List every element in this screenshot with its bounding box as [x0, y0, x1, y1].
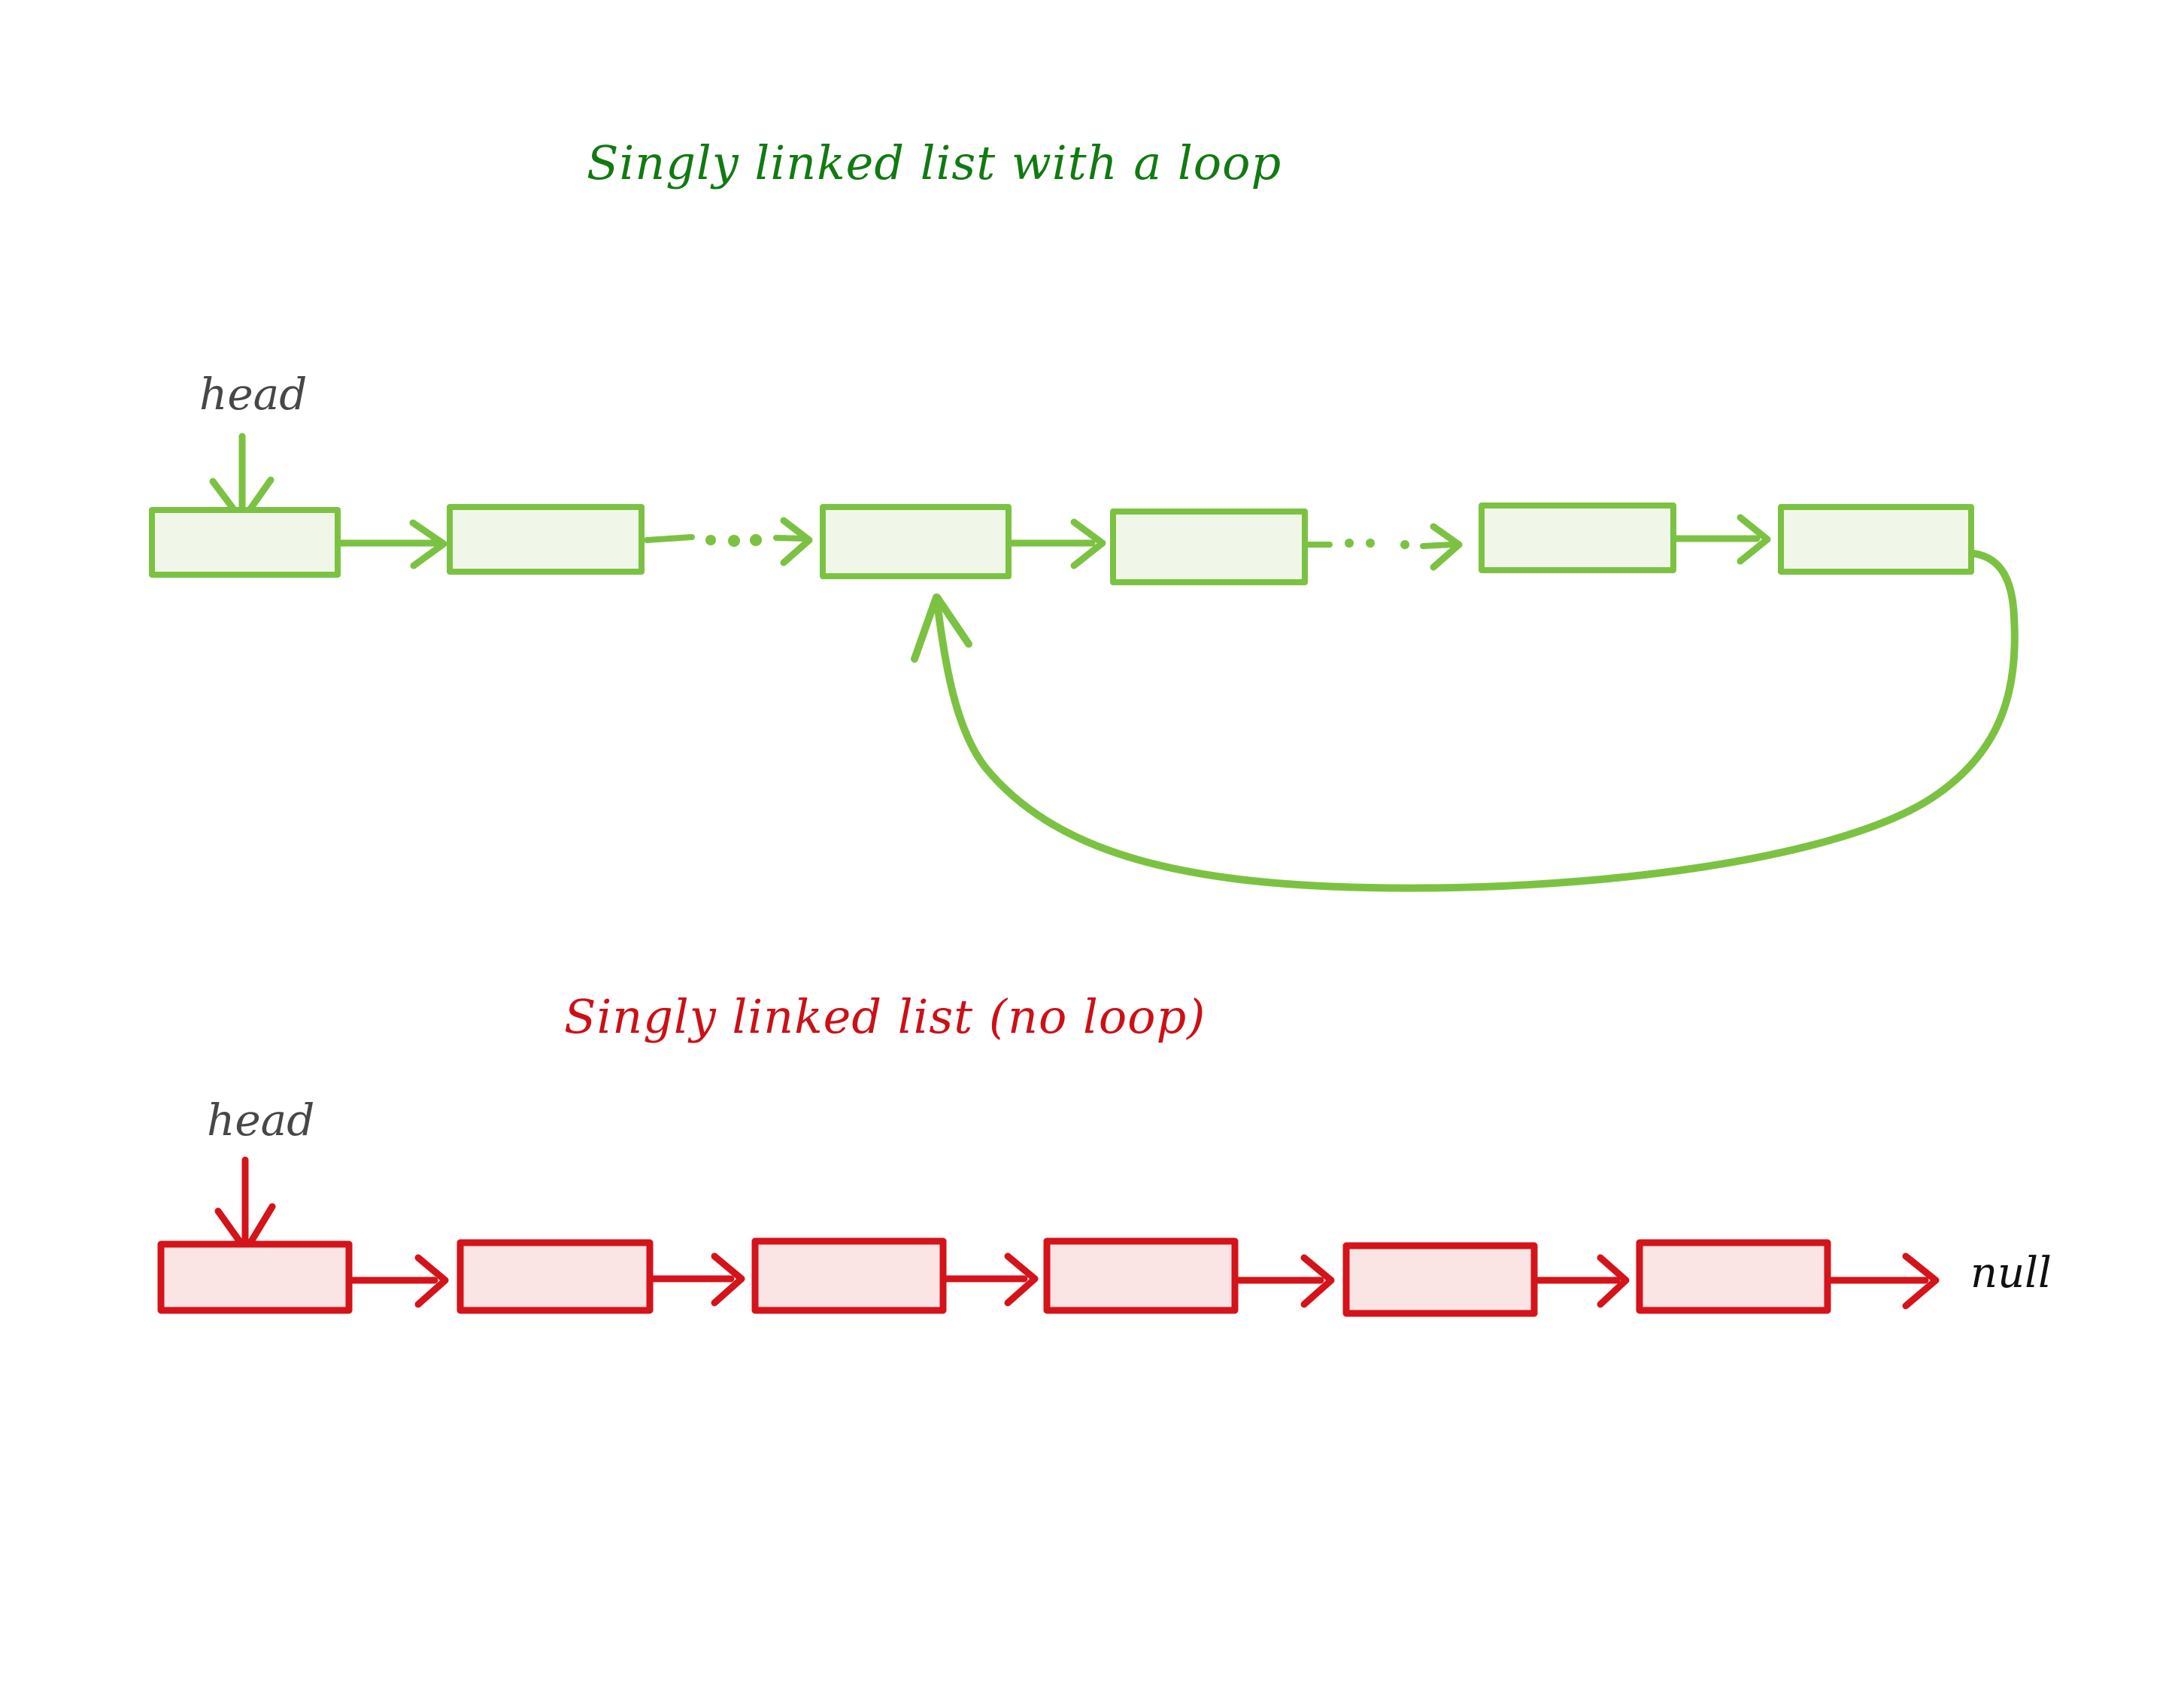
loop-back-arrow — [911, 550, 2019, 892]
list-node — [1479, 502, 1676, 573]
null-terminator-label: null — [1970, 1249, 2052, 1298]
connector-solid — [1007, 518, 1106, 569]
list-node — [1636, 1239, 1831, 1314]
node-row-red — [157, 1237, 1831, 1317]
connector-solid — [648, 1252, 745, 1307]
list-node — [447, 504, 645, 575]
list-node — [751, 1237, 947, 1314]
connector-to-null — [1825, 1252, 1940, 1310]
head-arrow-top — [209, 433, 275, 524]
connector-solid — [1532, 1254, 1630, 1308]
list-node — [820, 504, 1012, 579]
head-label-bottom: head — [207, 1094, 315, 1146]
list-node — [1342, 1242, 1538, 1317]
list-node — [149, 507, 341, 578]
head-label-top: head — [199, 369, 308, 420]
node-row-green — [149, 502, 1974, 585]
title-linked-list-with-loop: Singly linked list with a loop — [587, 135, 1282, 190]
connector-solid — [347, 1254, 449, 1308]
list-node — [457, 1239, 654, 1314]
connector-dashed — [1306, 523, 1463, 571]
connector-dashed — [644, 517, 813, 566]
list-node — [1778, 504, 1974, 575]
list-node — [1110, 509, 1308, 585]
list-node — [157, 1240, 353, 1314]
connector-solid — [336, 519, 447, 569]
connector-solid — [1233, 1254, 1335, 1308]
connector-solid — [941, 1252, 1039, 1307]
title-linked-list-no-loop: Singly linked list (no loop) — [564, 989, 1206, 1044]
connector-solid — [1672, 514, 1771, 565]
list-node — [1043, 1237, 1239, 1314]
head-arrow-bottom — [214, 1156, 276, 1254]
